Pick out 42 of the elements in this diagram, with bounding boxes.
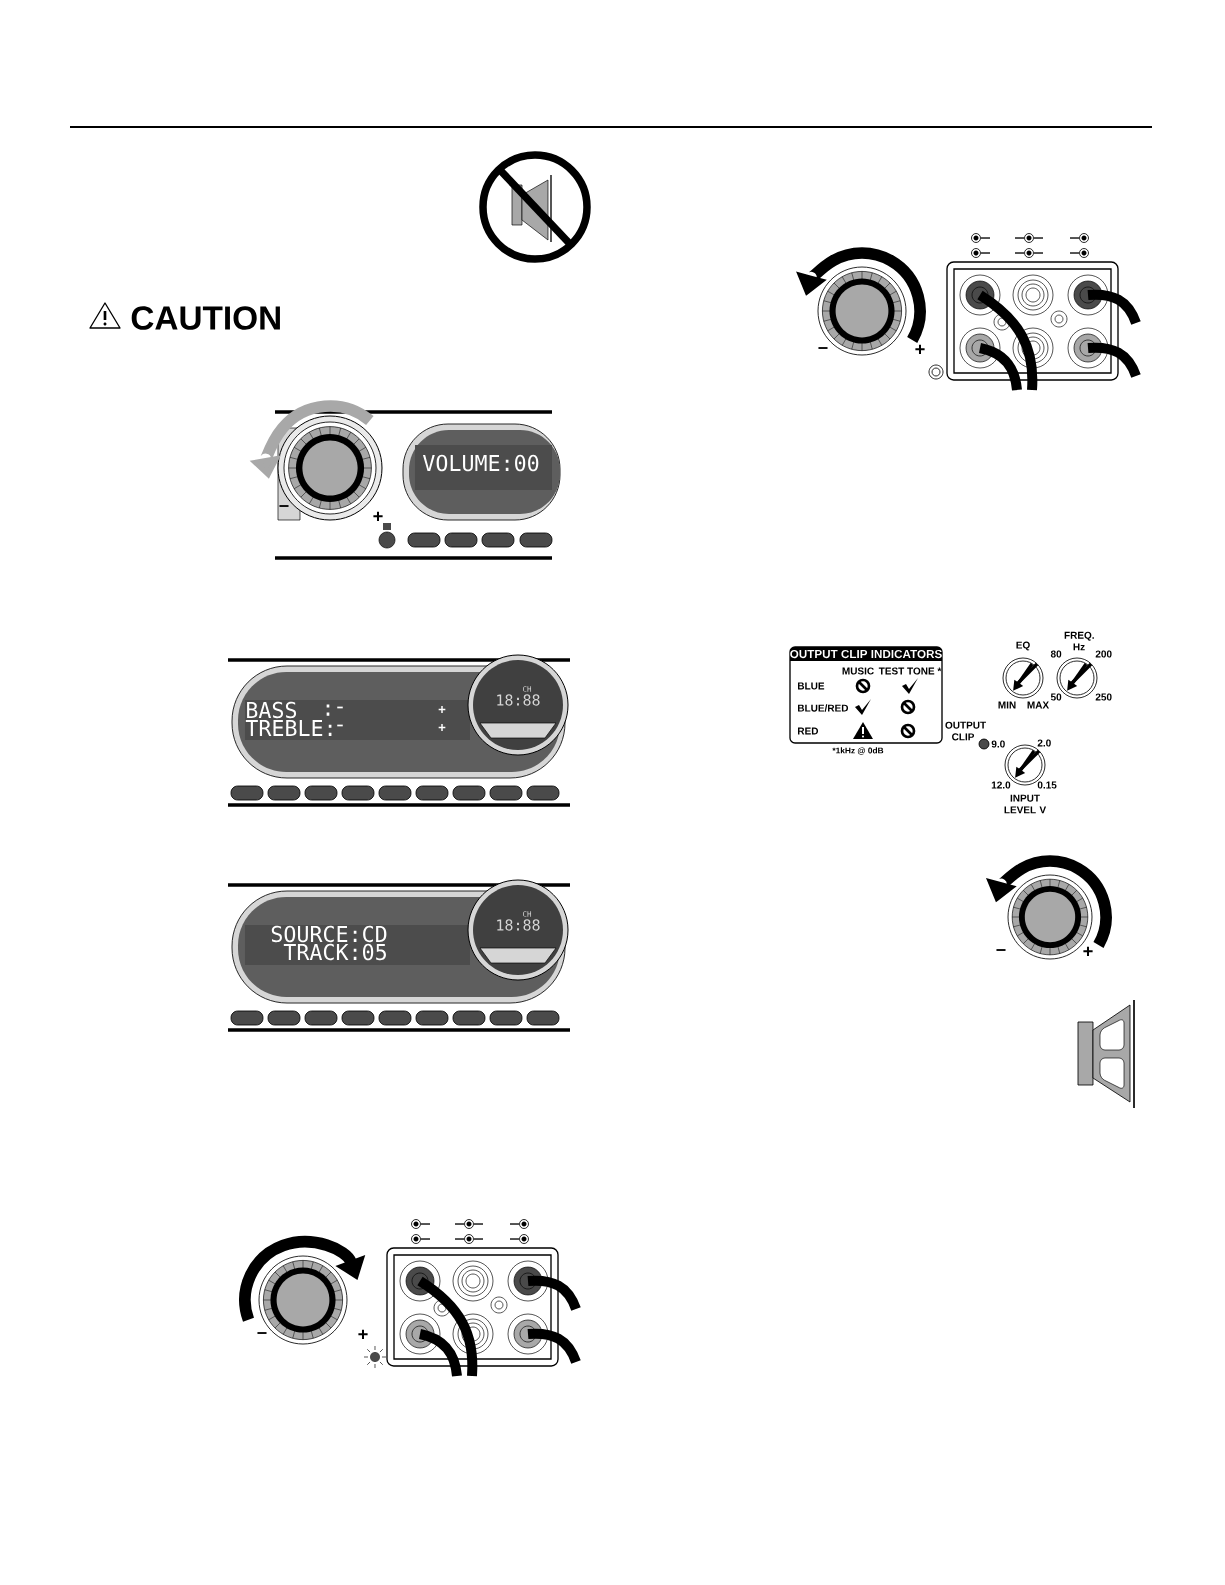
label: BLUE [798, 682, 825, 690]
label: + [373, 511, 383, 521]
label: TREBLE: [245, 720, 332, 736]
label: + [915, 344, 925, 354]
label: – [996, 949, 1006, 951]
label: + [438, 706, 446, 713]
label: RED [798, 727, 819, 735]
label: MIN [998, 701, 1016, 709]
label: 50 [1050, 693, 1062, 701]
label: + [438, 724, 446, 731]
label: MAX [1027, 701, 1050, 709]
label: FREQ. Hz [1064, 631, 1094, 651]
label: TEST TONE * [878, 667, 942, 675]
label: CAUTION [131, 306, 280, 330]
label: 0.15 [1037, 781, 1057, 789]
label: – [257, 1332, 267, 1334]
label: *1kHz @ 0dB [832, 747, 884, 755]
label: – [279, 505, 289, 507]
label: OUTPUT CLIP [945, 721, 986, 741]
label: 200 [1095, 650, 1112, 658]
label: OUTPUT CLIP INDICATORS [790, 649, 942, 659]
label: BASS [247, 701, 297, 719]
label: MUSIC [842, 667, 874, 675]
label: TRACK:05 [283, 943, 386, 961]
label: 9.0 [991, 740, 1005, 748]
label: – [818, 347, 828, 349]
label: VOLUME:00 [422, 454, 539, 472]
label: 80 [1050, 650, 1062, 658]
label: BLUE/RED [798, 704, 849, 712]
label: : [326, 704, 330, 716]
label: EQ [1016, 641, 1030, 651]
label: 2.0 [1037, 739, 1051, 747]
label: + [1083, 946, 1093, 956]
label: + [358, 1329, 368, 1339]
label: 18:88 [497, 694, 540, 706]
label: - [337, 706, 343, 709]
label: INPUT LEVEL V [1004, 794, 1047, 814]
label: SOURCE:CD [271, 925, 387, 943]
label: 250 [1095, 693, 1112, 701]
label: 18:88 [497, 919, 540, 931]
label: 12.0 [991, 781, 1011, 789]
label: - [337, 724, 343, 727]
